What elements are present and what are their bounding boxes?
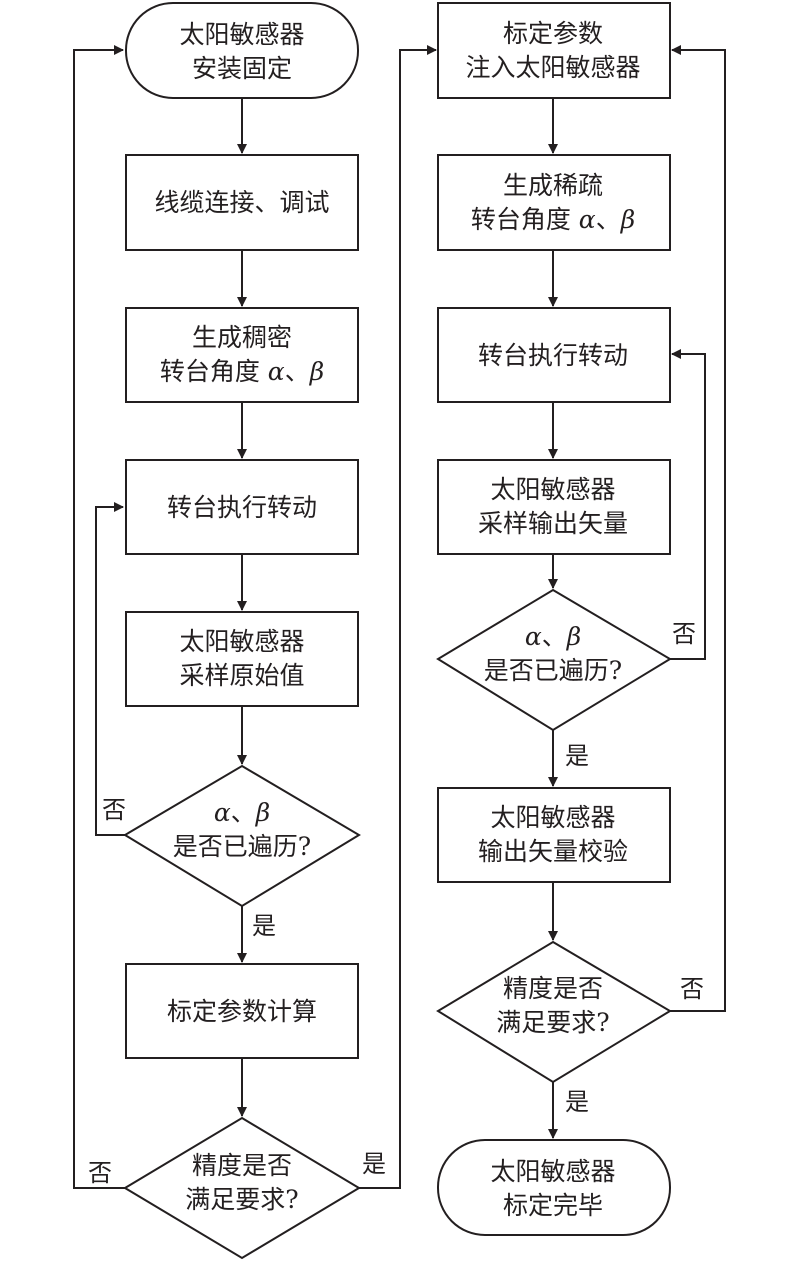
node-text: 太阳敏感器 xyxy=(490,475,615,504)
node-text: 是否已遍历? xyxy=(173,832,311,861)
node-text: 标定参数 xyxy=(503,19,603,48)
node-traverse-check: α、β 是否已遍历? xyxy=(123,764,361,908)
node-rotate-r: 转台执行转动 xyxy=(437,307,671,403)
branch-labels: 否 是 否 是 否 是 否 是 xyxy=(88,620,704,1187)
node-traverse-check-r: α、β 是否已遍历? xyxy=(436,588,672,732)
node-inject: 标定参数 注入太阳敏感器 xyxy=(437,2,671,99)
process-box xyxy=(125,459,359,555)
node-text: α、β xyxy=(214,798,270,827)
terminal-shape xyxy=(125,2,359,99)
node-text: 太阳敏感器 xyxy=(179,627,304,656)
arrow-traverse-no-loop xyxy=(95,502,125,836)
node-verify: 太阳敏感器 输出矢量校验 xyxy=(437,787,671,883)
process-box xyxy=(437,2,671,99)
process-box xyxy=(125,611,359,707)
process-box xyxy=(125,154,359,251)
node-text: 太阳敏感器 xyxy=(490,1157,615,1186)
node-calc: 标定参数计算 xyxy=(125,963,359,1059)
node-text: 太阳敏感器 xyxy=(179,20,304,49)
node-text: 转台角度 α、β xyxy=(160,357,324,386)
branch-label-yes: 是 xyxy=(252,912,276,940)
node-accuracy-check: 精度是否 满足要求? xyxy=(123,1116,361,1260)
node-text: 精度是否 xyxy=(503,974,603,1003)
node-text: 转台执行转动 xyxy=(167,493,317,522)
node-text: 采样输出矢量 xyxy=(478,509,628,538)
decision-diamond xyxy=(123,764,361,908)
node-text: 线缆连接、调试 xyxy=(154,188,329,217)
node-text: 满足要求? xyxy=(185,1185,298,1214)
decision-diamond xyxy=(436,588,672,732)
node-text: 太阳敏感器 xyxy=(490,803,615,832)
decision-diamond xyxy=(123,1116,361,1260)
node-text: 标定参数计算 xyxy=(167,997,317,1026)
node-install: 太阳敏感器 安装固定 xyxy=(125,2,359,99)
branch-label-no: 否 xyxy=(88,1159,112,1187)
decision-diamond xyxy=(436,940,672,1084)
node-accuracy-check-r: 精度是否 满足要求? xyxy=(436,940,672,1084)
branch-label-no: 否 xyxy=(680,975,704,1003)
branch-label-no: 否 xyxy=(672,620,696,648)
node-dense-angles: 生成稠密 转台角度 α、β xyxy=(125,307,359,403)
node-text: 标定完毕 xyxy=(503,1191,603,1220)
node-sparse-angles: 生成稀疏 转台角度 α、β xyxy=(437,154,671,251)
process-box xyxy=(437,307,671,403)
process-box xyxy=(125,963,359,1059)
node-text: 安装固定 xyxy=(192,54,292,83)
node-text: α、β xyxy=(525,622,581,651)
connectors xyxy=(73,45,726,1189)
arrow-accuracy-yes-to-inject xyxy=(359,45,437,1189)
process-box xyxy=(437,787,671,883)
node-text: 输出矢量校验 xyxy=(478,837,628,866)
branch-label-yes: 是 xyxy=(565,1088,589,1116)
arrow-traverse-no-loop-r xyxy=(670,349,706,660)
node-text: 满足要求? xyxy=(496,1008,609,1037)
branch-label-yes: 是 xyxy=(362,1150,386,1178)
node-text: 转台执行转动 xyxy=(478,341,628,370)
node-sample-raw: 太阳敏感器 采样原始值 xyxy=(125,611,359,707)
process-box xyxy=(437,154,671,251)
arrow-accuracy-no-loop xyxy=(73,45,125,1189)
node-cable: 线缆连接、调试 xyxy=(125,154,359,251)
branch-label-yes: 是 xyxy=(565,742,589,770)
node-text: 生成稠密 xyxy=(192,323,292,352)
node-text: 生成稀疏 xyxy=(503,171,603,200)
terminal-shape xyxy=(437,1139,671,1236)
node-text: 精度是否 xyxy=(192,1151,292,1180)
arrow-accuracy-no-loop-r xyxy=(670,45,726,1012)
process-box xyxy=(437,459,671,555)
node-text: 是否已遍历? xyxy=(484,656,622,685)
process-box xyxy=(125,307,359,403)
node-rotate: 转台执行转动 xyxy=(125,459,359,555)
node-done: 太阳敏感器 标定完毕 xyxy=(437,1139,671,1236)
node-text: 注入太阳敏感器 xyxy=(465,53,640,82)
node-text: 转台角度 α、β xyxy=(471,205,635,234)
branch-label-no: 否 xyxy=(102,796,126,824)
node-text: 采样原始值 xyxy=(179,661,304,690)
node-sample-vector: 太阳敏感器 采样输出矢量 xyxy=(437,459,671,555)
